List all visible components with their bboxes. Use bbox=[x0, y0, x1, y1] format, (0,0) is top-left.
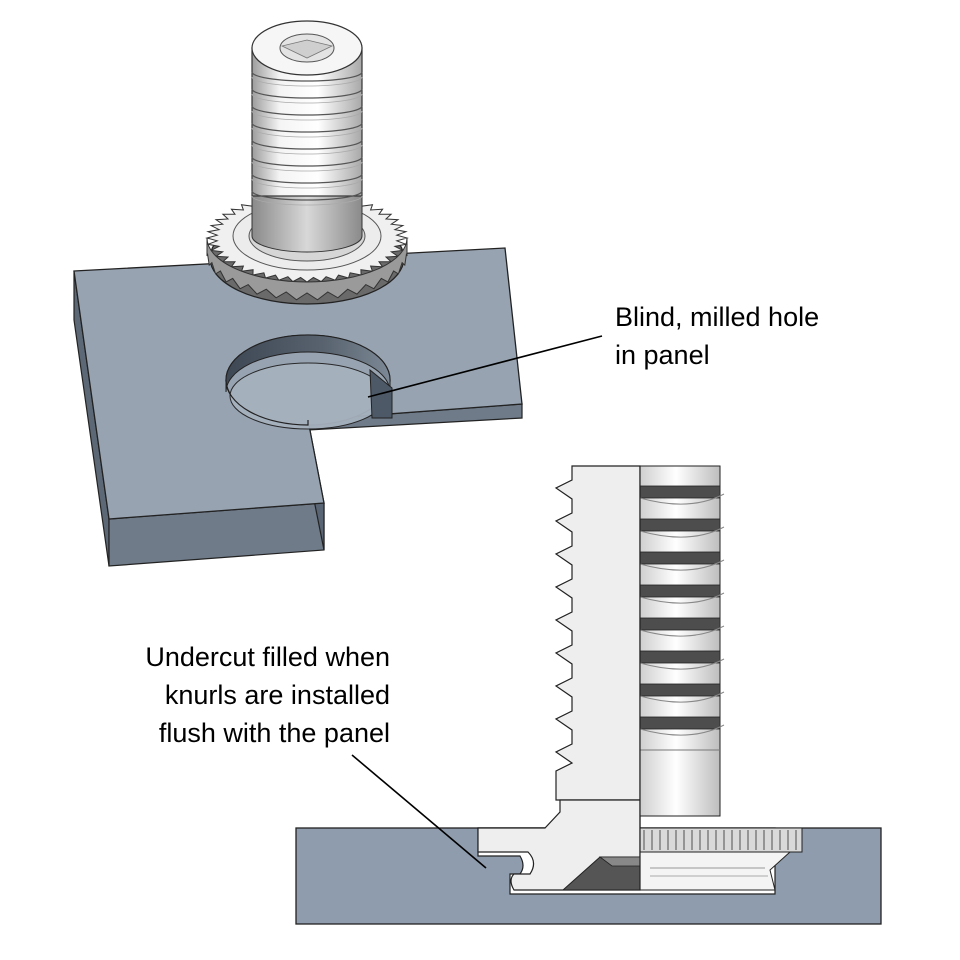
notched-panel-icon bbox=[73, 247, 523, 567]
self-clinching-stud-icon bbox=[205, 20, 409, 305]
callout-blind-hole-line-1: Blind, milled hole bbox=[615, 302, 820, 332]
callout-undercut: Undercut filled when knurls are installe… bbox=[145, 638, 390, 752]
callout-blind-hole-line-2: in panel bbox=[615, 340, 710, 370]
callout-undercut-line-2: knurls are installed bbox=[164, 680, 390, 710]
stud-exterior-half bbox=[639, 465, 803, 891]
blind-milled-hole bbox=[225, 334, 393, 430]
callout-undercut-line-1: Undercut filled when bbox=[145, 642, 390, 672]
stud-threads bbox=[251, 71, 363, 206]
stud-section-view-icon bbox=[295, 465, 882, 925]
callout-undercut-line-3: flush with the panel bbox=[158, 718, 390, 748]
leader-blind-hole bbox=[367, 335, 603, 398]
knurl-skirt bbox=[206, 237, 408, 301]
stud-section-cut bbox=[477, 465, 641, 891]
leader-undercut bbox=[351, 754, 487, 869]
callout-blind-hole: Blind, milled hole in panel bbox=[615, 298, 819, 374]
